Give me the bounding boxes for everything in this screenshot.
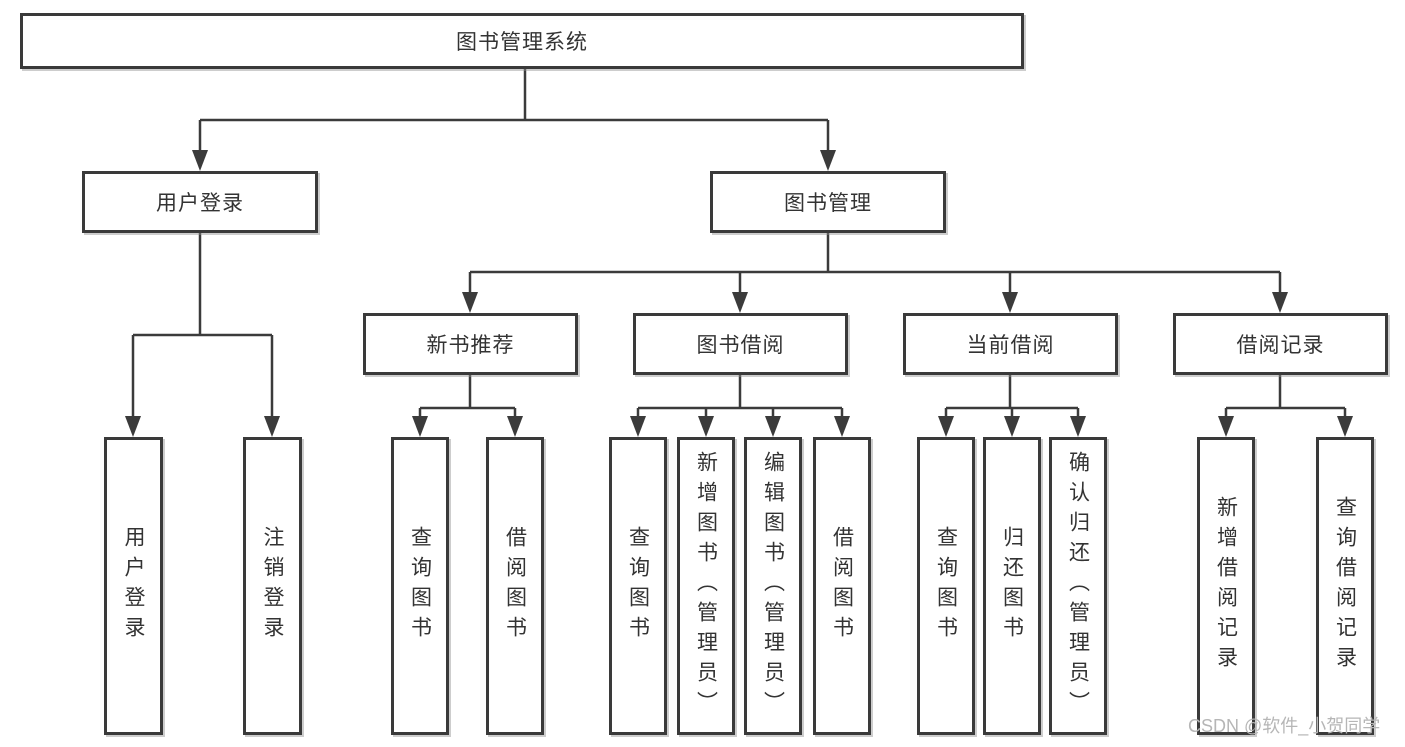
node-label: 图书借阅 xyxy=(696,334,785,357)
node-add-borrow-record: 新增借阅记录 xyxy=(1197,437,1255,735)
node-label: 借阅图书 xyxy=(503,526,527,646)
node-label: 确认归还（管理员） xyxy=(1066,451,1090,721)
node-label: 查询图书 xyxy=(408,526,432,646)
node-borrow-books-1: 借阅图书 xyxy=(486,437,544,735)
node-logout: 注销登录 xyxy=(243,437,302,735)
node-label: 图书管理 xyxy=(784,192,872,215)
node-new-book-recommendation: 新书推荐 xyxy=(363,313,578,375)
node-label: 查询图书 xyxy=(934,526,958,646)
node-query-borrow-record: 查询借阅记录 xyxy=(1316,437,1374,735)
node-query-books-3: 查询图书 xyxy=(917,437,975,735)
node-label: 查询借阅记录 xyxy=(1333,496,1357,676)
node-borrowing-records: 借阅记录 xyxy=(1173,313,1388,375)
node-label: 图书管理系统 xyxy=(456,31,588,54)
node-label: 归还图书 xyxy=(1000,526,1024,646)
node-confirm-return-admin: 确认归还（管理员） xyxy=(1049,437,1107,735)
node-book-management-system: 图书管理系统 xyxy=(20,13,1024,69)
node-user-login: 用户登录 xyxy=(82,171,318,233)
node-label: 用户登录 xyxy=(156,192,244,215)
node-return-books: 归还图书 xyxy=(983,437,1041,735)
node-label: 编辑图书（管理员） xyxy=(761,451,785,721)
node-add-books-admin: 新增图书（管理员） xyxy=(677,437,735,735)
node-user-login-leaf: 用户登录 xyxy=(104,437,163,735)
node-book-borrowing: 图书借阅 xyxy=(633,313,848,375)
node-label: 查询图书 xyxy=(626,526,650,646)
node-current-borrowing: 当前借阅 xyxy=(903,313,1118,375)
node-label: 借阅记录 xyxy=(1236,334,1325,357)
node-edit-books-admin: 编辑图书（管理员） xyxy=(744,437,802,735)
node-label: 当前借阅 xyxy=(966,334,1055,357)
node-label: 用户登录 xyxy=(122,526,145,646)
node-borrow-books-2: 借阅图书 xyxy=(813,437,871,735)
node-label: 新增借阅记录 xyxy=(1214,496,1238,676)
node-book-management: 图书管理 xyxy=(710,171,946,233)
node-label: 新书推荐 xyxy=(426,334,515,357)
node-query-books-2: 查询图书 xyxy=(609,437,667,735)
node-label: 注销登录 xyxy=(261,526,284,646)
watermark: CSDN @软件_小贺同学 xyxy=(1188,716,1381,736)
node-query-books-1: 查询图书 xyxy=(391,437,449,735)
node-label: 新增图书（管理员） xyxy=(694,451,718,721)
node-label: 借阅图书 xyxy=(830,526,854,646)
